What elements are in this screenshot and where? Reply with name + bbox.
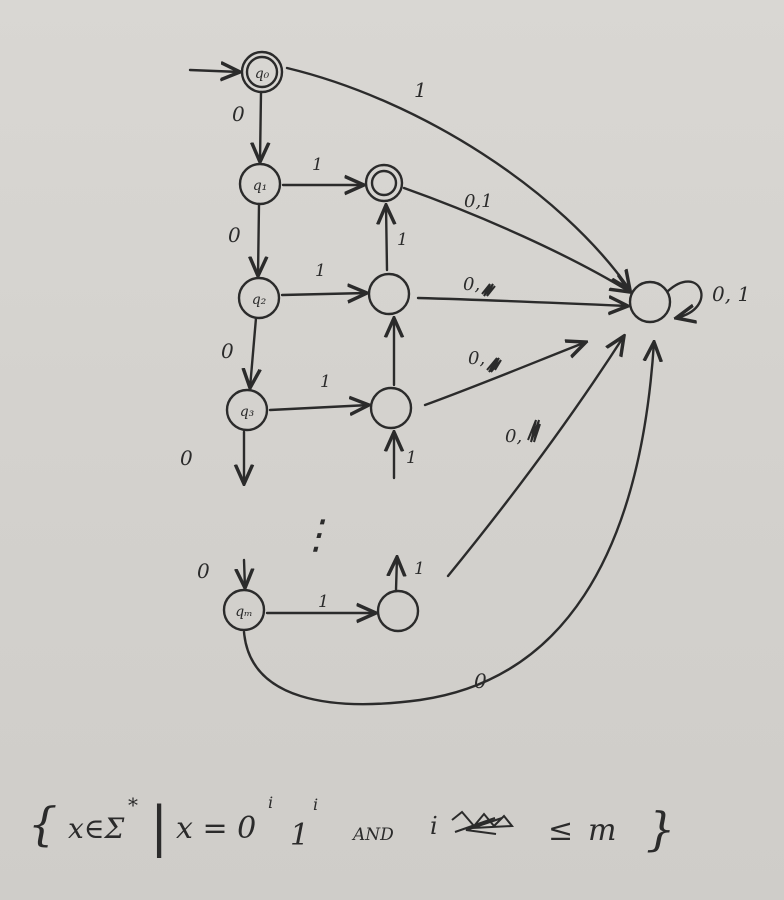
state-q0-label: q₀: [255, 66, 270, 82]
scribble-n3-label: [486, 357, 502, 373]
state-q0: q₀: [240, 50, 284, 94]
edge-q3-n3: [268, 405, 369, 410]
formula-close-brace: }: [646, 802, 675, 856]
formula-star: *: [128, 793, 138, 817]
label-below-n3: 1: [406, 448, 417, 468]
state-q2-label: q₂: [252, 292, 267, 308]
label-q2-q3: 0: [221, 339, 234, 363]
state-q2: q₂: [237, 276, 281, 320]
state-q1: q₁: [238, 162, 282, 206]
label-q1-accept: 1: [312, 155, 323, 175]
formula-exp-2: i: [313, 795, 318, 814]
label-q3-down: 0: [180, 446, 193, 470]
formula-scribble: [451, 810, 515, 835]
label-n4-trap: 0,: [505, 426, 522, 447]
state-qm: qₘ: [222, 588, 266, 632]
label-q1-q2: 0: [228, 223, 241, 247]
edge-q2-n2: [280, 293, 367, 295]
formula-set-var: x∈Σ: [68, 812, 125, 845]
edge-q2-q3: [250, 316, 256, 388]
state-trap: [628, 280, 672, 324]
edge-n2-accept: [386, 205, 387, 272]
edge-qm-trap: [242, 342, 654, 706]
label-trap-loop: 0, 1: [712, 282, 750, 306]
state-accept: [364, 163, 404, 203]
edge-trap-loop: [666, 280, 703, 318]
label-q0-q1: 0: [232, 102, 245, 126]
state-q1-label: q₁: [253, 178, 268, 194]
edge-n3-trap: [423, 342, 586, 407]
scribble-n4-label: [527, 419, 541, 443]
label-qm-nm: 1: [318, 592, 329, 612]
state-qm-label: qₘ: [235, 604, 253, 620]
start-arrow: [188, 70, 240, 72]
formula-one: 1: [290, 818, 309, 853]
formula-bar: |: [150, 795, 168, 858]
formula-open-brace: {: [28, 797, 57, 851]
formula-leq: ≤: [548, 813, 573, 848]
state-n2: [367, 272, 411, 316]
label-n3-trap: 0,: [468, 348, 485, 369]
state-nm: [376, 589, 420, 633]
state-q3-label: q₃: [240, 404, 255, 420]
formula-x-eq: x = 0: [176, 811, 256, 846]
ellipsis: ⋮: [296, 512, 336, 558]
formula-i-var: i: [430, 812, 438, 840]
state-q3: q₃: [225, 388, 269, 432]
edge-into-qm: [244, 558, 245, 588]
label-qm-trap: 0: [474, 669, 487, 693]
label-n2-trap: 0,: [463, 274, 480, 295]
label-n2-accept: 1: [397, 230, 408, 250]
label-q0-trap: 1: [414, 78, 427, 102]
label-accept-trap: 0,1: [464, 191, 493, 212]
edge-n2-trap: [416, 298, 628, 306]
state-n3: [369, 386, 413, 430]
formula-m-var: m: [588, 813, 616, 848]
language-formula: { x∈Σ * | x = 0 i 1 i AND i ≤ m }: [28, 793, 675, 858]
edge-nm-up: [396, 557, 397, 592]
label-nm-up: 1: [414, 559, 425, 579]
edge-q1-q2: [258, 202, 259, 276]
edge-q0-trap: [285, 66, 630, 290]
formula-exp-1: i: [268, 793, 273, 812]
edge-accept-trap: [402, 186, 630, 292]
formula-and: AND: [351, 825, 394, 845]
edge-n4-trap: [446, 336, 624, 578]
edge-q0-q1: [260, 90, 261, 162]
label-q3-n3: 1: [320, 372, 331, 392]
label-into-qm: 0: [197, 559, 210, 583]
scribble-n2-label: [481, 283, 496, 297]
label-q2-n2: 1: [315, 261, 326, 281]
